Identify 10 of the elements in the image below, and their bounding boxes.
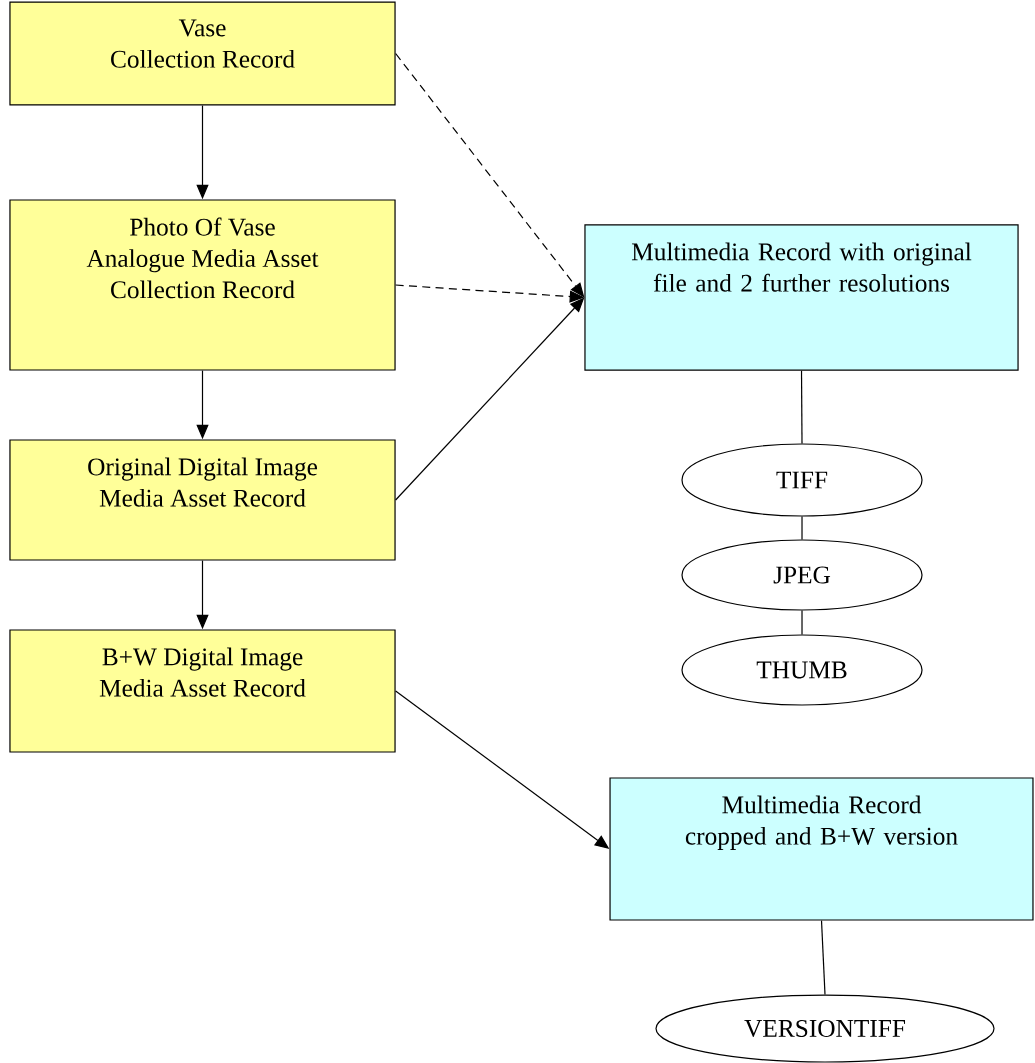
connector-line [800,370,803,444]
connector-line [801,610,803,635]
record-box: Vase Collection Record [9,1,396,106]
record-box: Multimedia Record cropped and B+W version [609,777,1034,921]
record-box: Original Digital Image Media Asset Record [9,439,396,561]
connector-line [820,920,826,996]
record-box: Multimedia Record with original file and 2 further resolutions [584,224,1019,371]
record-box: Photo Of Vase Analogue Media Asset Collection Record [9,199,396,371]
connector-line [801,516,803,540]
record-box: B+W Digital Image Media Asset Record [9,629,396,753]
